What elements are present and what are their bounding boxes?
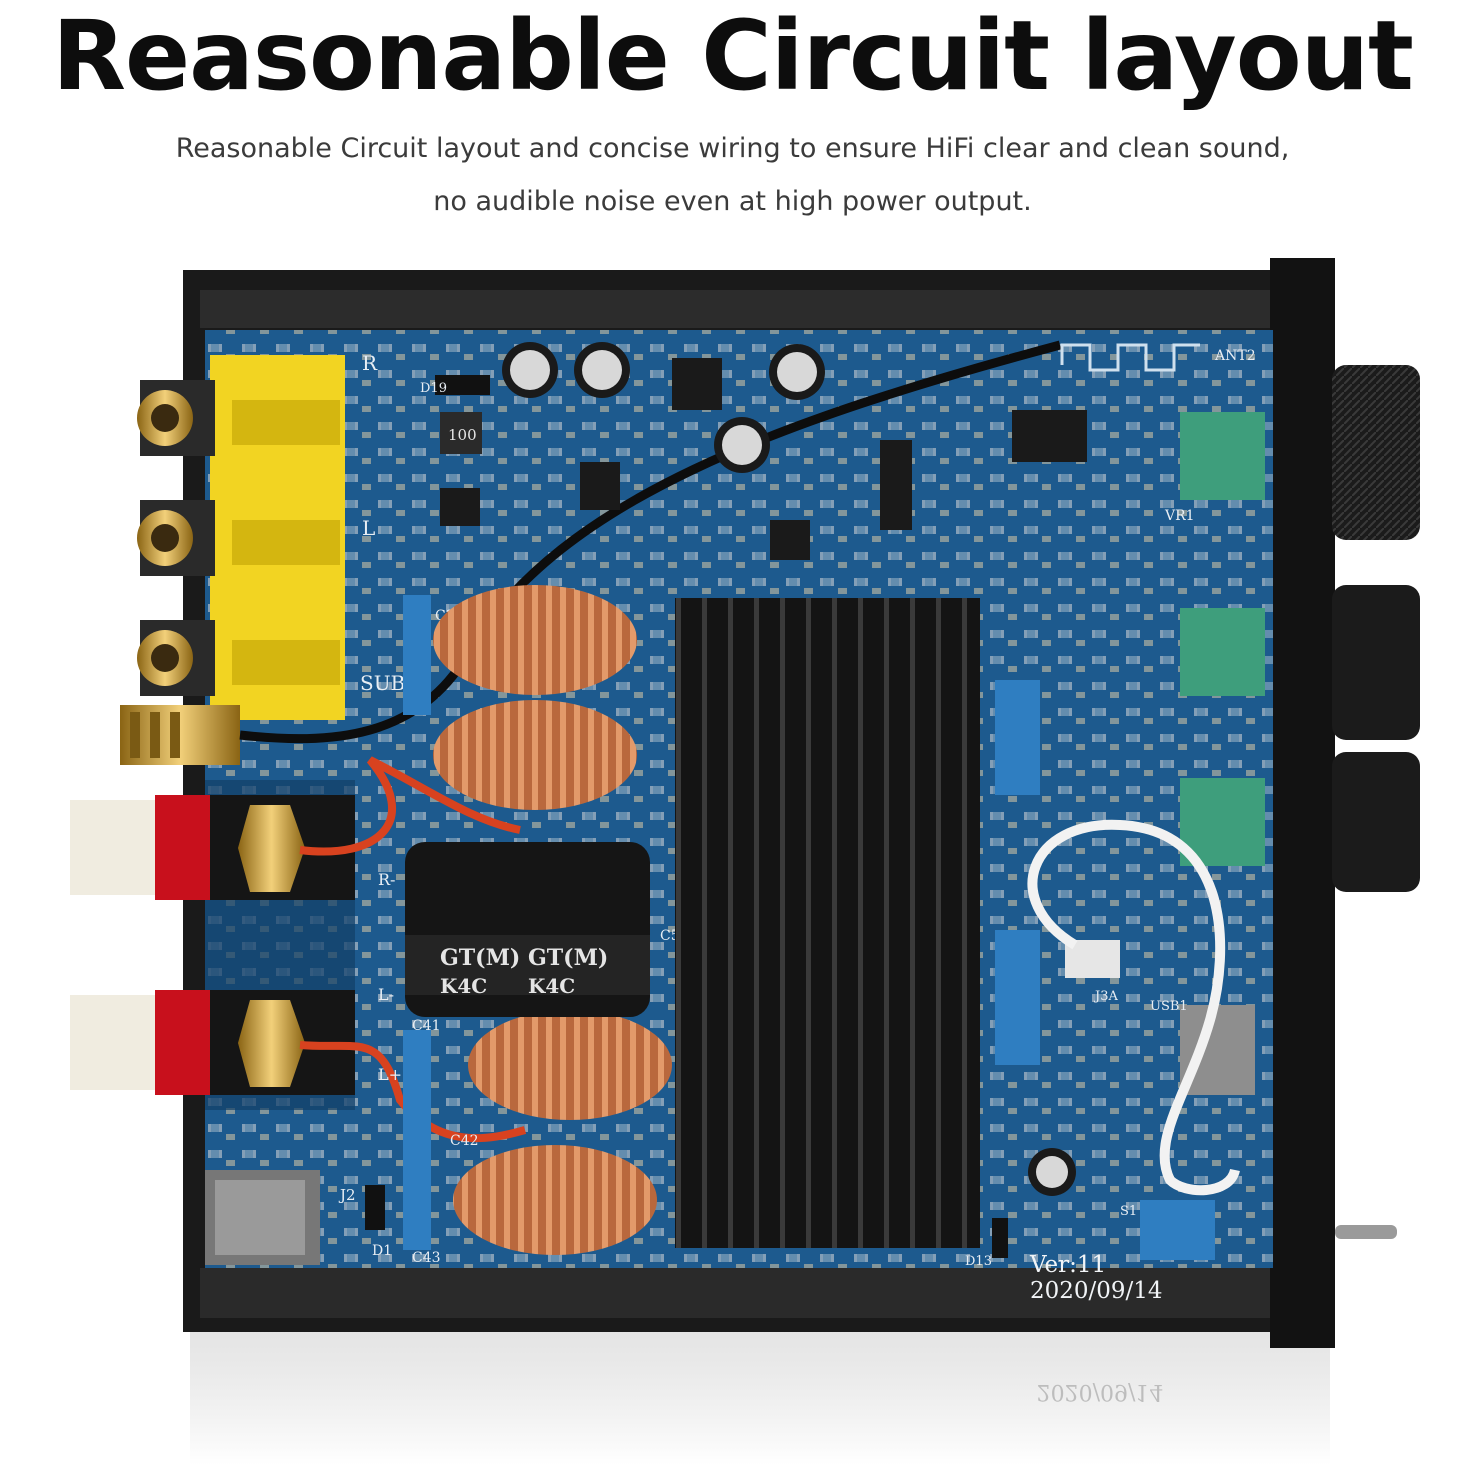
description-line-2: no audible noise even at high power outp… <box>433 186 1032 217</box>
label-d13: D13 <box>965 1254 992 1269</box>
reflected-date: 2020/09/14 <box>1037 1379 1164 1404</box>
label-j2: J2 <box>338 1186 356 1204</box>
toroid-coil-2 <box>433 700 637 810</box>
power-inductor <box>440 412 482 454</box>
main-electrolytic-capacitor: GT(M) GT(M) K4C K4C <box>405 842 650 1017</box>
cap-code-2: K4C <box>528 974 575 998</box>
speaker-wire-l <box>299 1041 527 1143</box>
ic-u7 <box>440 488 480 526</box>
description-line-1: Reasonable Circuit layout and concise wi… <box>175 133 1290 164</box>
label-ant2: ANT2 <box>1214 348 1256 364</box>
amplifier-circuit-photo: 2020/09/14 R L SUB <box>0 250 1465 1465</box>
volume-knob[interactable] <box>1332 365 1420 540</box>
ic-dsp <box>1012 410 1087 462</box>
pcb-version: Ver:11 <box>1029 1252 1106 1278</box>
antenna-connector <box>120 705 240 765</box>
label-d19: D19 <box>420 381 447 396</box>
ic-r28 <box>770 520 810 560</box>
label-r: R <box>362 351 378 375</box>
cap-brand-1: GT(M) <box>440 945 520 971</box>
label-l-minus: L- <box>378 985 394 1004</box>
chassis-bottom-rail <box>200 1268 1280 1318</box>
label-c43: C43 <box>412 1250 441 1266</box>
inductor-code: 100 <box>448 426 477 444</box>
treble-knob[interactable] <box>1332 752 1420 892</box>
film-cap-1 <box>403 595 431 715</box>
label-d1: D1 <box>372 1243 392 1259</box>
label-c41: C41 <box>412 1018 441 1034</box>
power-switch[interactable] <box>1335 1225 1397 1239</box>
pot-volume <box>1180 412 1265 500</box>
film-cap-3 <box>995 680 1040 795</box>
rca-jack-sub <box>137 620 215 696</box>
ic-u2 <box>580 462 620 510</box>
pcb-date: 2020/09/14 <box>1030 1278 1163 1304</box>
label-c42: C42 <box>450 1133 479 1149</box>
film-cap-2 <box>403 1030 431 1250</box>
label-j3a: J3A <box>1093 989 1118 1004</box>
ic-u6 <box>880 440 912 530</box>
toroid-coil-4 <box>453 1145 657 1255</box>
cap-brand-2: GT(M) <box>528 945 608 971</box>
toroid-coil-1 <box>433 585 637 695</box>
chassis-top-rail <box>200 290 1280 328</box>
label-l: L <box>362 516 375 540</box>
white-ribbon-cable <box>1027 819 1240 1196</box>
diode-d19 <box>435 375 490 395</box>
table-reflection <box>190 1330 1330 1465</box>
regulator-ic <box>672 358 722 410</box>
toroid-coil-3 <box>468 1010 672 1120</box>
label-r-minus: R- <box>378 870 395 889</box>
speaker-wire-r <box>299 756 521 856</box>
bt-antenna-trace <box>1060 343 1200 372</box>
bass-knob[interactable] <box>1332 585 1420 740</box>
front-panel <box>1270 258 1335 1348</box>
cap-code-1: K4C <box>440 974 487 998</box>
label-sub: SUB <box>360 671 405 695</box>
label-l-plus: L+ <box>378 1065 402 1084</box>
film-cap-4 <box>995 930 1040 1065</box>
heatsink <box>675 598 980 1248</box>
headline: Reasonable Circuit layout <box>52 0 1414 112</box>
rca-jack-right <box>137 380 215 456</box>
label-usb1: USB1 <box>1150 999 1188 1014</box>
rca-jack-left <box>137 500 215 576</box>
pot-bass <box>1180 608 1265 696</box>
label-s1: S1 <box>1120 1204 1137 1219</box>
label-vr1: VR1 <box>1164 508 1195 524</box>
switch-s1 <box>1140 1200 1215 1260</box>
diode-d13 <box>992 1218 1008 1258</box>
